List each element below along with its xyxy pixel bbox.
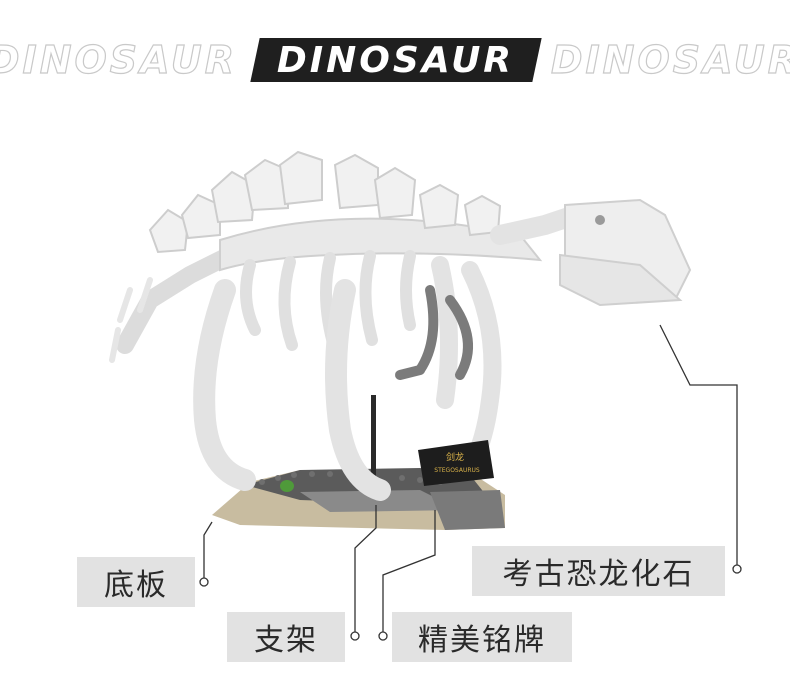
label-nameplate: 精美铭牌	[392, 612, 572, 662]
leader-dot-fossil	[732, 564, 742, 574]
label-base: 底板	[77, 557, 195, 607]
leader-dot-base	[199, 577, 209, 587]
label-stand: 支架	[227, 612, 345, 662]
title-banner: DINOSAUR DINOSAUR DINOSAUR	[0, 37, 790, 82]
nameplate: 剑龙 STEGOSAURUS	[418, 440, 494, 486]
plaque-name-cn: 剑龙	[446, 451, 464, 463]
plaque-name-en: STEGOSAURUS	[434, 467, 480, 474]
leader-dot-plate	[378, 631, 388, 641]
leader-dot-stand	[350, 631, 360, 641]
label-fossil: 考古恐龙化石	[472, 546, 725, 596]
stegosaurus-skeleton	[109, 150, 692, 501]
ghost-title-right: DINOSAUR	[550, 37, 790, 82]
ghost-title-left: DINOSAUR	[0, 37, 237, 82]
leader-lines	[203, 324, 738, 632]
